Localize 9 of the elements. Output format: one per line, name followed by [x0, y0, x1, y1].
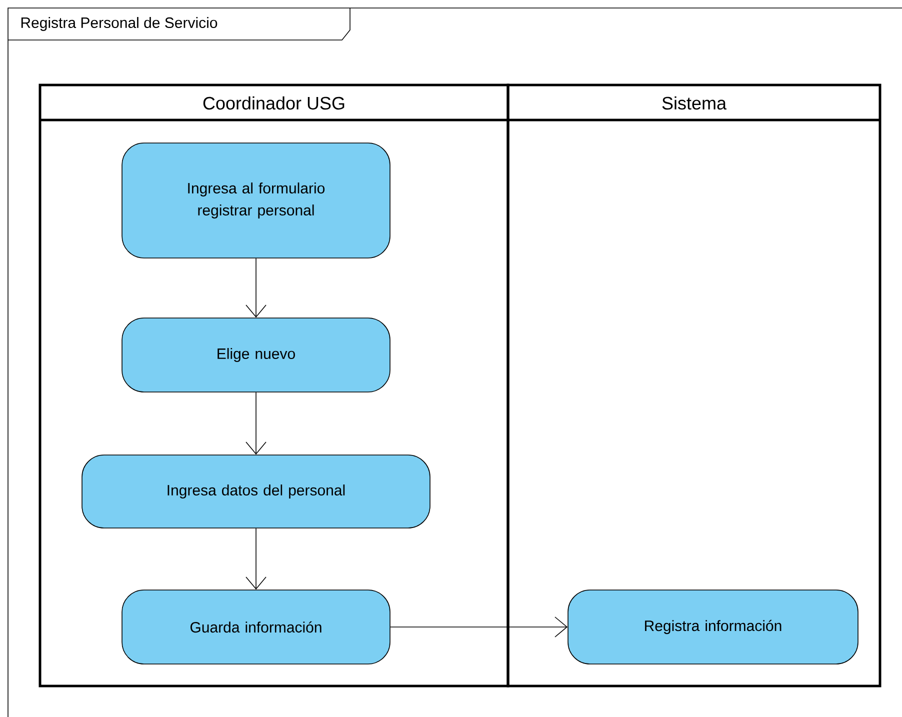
arrow [246, 392, 266, 455]
arrow [246, 528, 266, 590]
activity-box: Ingresa al formulario registrar personal [122, 142, 390, 258]
activity-box: Ingresa datos del personal [82, 454, 430, 528]
arrow [390, 616, 568, 638]
activity-box: Elige nuevo [122, 318, 390, 392]
arrow [246, 258, 266, 318]
activity-box: Guarda información [122, 590, 390, 664]
activity-box: Registra información [568, 590, 858, 664]
